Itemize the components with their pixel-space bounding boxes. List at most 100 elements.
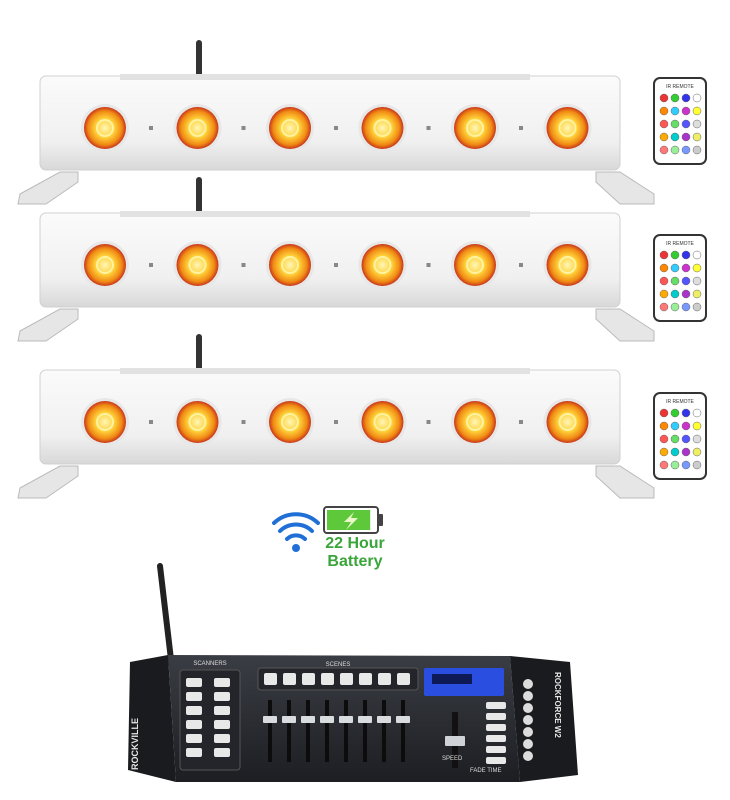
fader-knob	[282, 716, 296, 723]
led	[176, 244, 219, 286]
dmx-controller	[128, 563, 578, 782]
remote-key	[670, 145, 680, 155]
remote-key	[692, 460, 702, 470]
remote-key	[659, 302, 669, 312]
led	[546, 401, 589, 443]
remote-key	[659, 93, 669, 103]
ir-remote: IR REMOTE	[653, 77, 707, 165]
scanner-button	[186, 748, 202, 757]
bar-foot-right	[595, 465, 655, 499]
function-button	[486, 746, 506, 753]
remote-key	[659, 447, 669, 457]
remote-key	[659, 408, 669, 418]
bar-foot-left	[17, 171, 79, 205]
remote-key	[681, 250, 691, 260]
led	[269, 244, 311, 286]
remote-key	[659, 421, 669, 431]
led	[176, 107, 219, 149]
led	[84, 107, 126, 149]
bar-foot-right	[595, 308, 655, 342]
scene-button	[378, 673, 391, 685]
screw	[149, 263, 153, 267]
scene-button	[359, 673, 372, 685]
remote-key	[670, 93, 680, 103]
fader-track	[268, 700, 272, 762]
battery-caption-line1: 22 Hour	[325, 535, 385, 552]
led	[361, 401, 404, 443]
remote-key	[681, 106, 691, 116]
remote-key	[681, 447, 691, 457]
remote-key	[659, 119, 669, 129]
scanner-button	[214, 678, 230, 687]
light-bar	[17, 334, 655, 499]
fader-track	[287, 700, 291, 762]
remote-key	[681, 289, 691, 299]
screw	[334, 420, 338, 424]
remote-key	[692, 263, 702, 273]
remote-key	[670, 106, 680, 116]
ir-remote: IR REMOTE	[653, 234, 707, 322]
battery-caption-line2: Battery	[327, 553, 383, 570]
function-button	[486, 757, 506, 764]
remote-key	[681, 145, 691, 155]
screw	[334, 263, 338, 267]
screw	[334, 126, 338, 130]
fader-track	[306, 700, 310, 762]
remote-key	[692, 434, 702, 444]
remote-key	[670, 302, 680, 312]
function-button	[486, 735, 506, 742]
bar-foot-right	[595, 171, 655, 205]
fader-track	[363, 700, 367, 762]
function-button	[486, 724, 506, 731]
remote-key	[681, 119, 691, 129]
led	[454, 244, 496, 286]
led	[361, 244, 404, 286]
ir-remote: IR REMOTE	[653, 392, 707, 480]
remote-key	[670, 421, 680, 431]
scene-button	[283, 673, 296, 685]
scanner-button	[186, 692, 202, 701]
remote-key	[692, 106, 702, 116]
remote-key	[681, 276, 691, 286]
scanners-label: SCANNERS	[193, 661, 227, 667]
screw	[426, 420, 431, 424]
screw	[149, 420, 153, 424]
scanner-button	[186, 678, 202, 687]
led	[269, 107, 311, 149]
remote-key	[692, 119, 702, 129]
led	[176, 401, 219, 443]
led	[84, 401, 126, 443]
controller-brand: ROCKVILLE	[130, 717, 140, 770]
remote-header: IR REMOTE	[666, 84, 694, 90]
led	[546, 107, 589, 149]
round-button	[523, 715, 533, 725]
remote-key	[681, 460, 691, 470]
remote-key	[692, 145, 702, 155]
round-button	[523, 751, 533, 761]
wifi-icon	[272, 512, 320, 552]
scanner-button	[214, 734, 230, 743]
round-button	[523, 739, 533, 749]
screw	[519, 420, 523, 424]
screw	[241, 420, 246, 424]
remote-key	[692, 302, 702, 312]
remote-key	[681, 302, 691, 312]
remote-key	[692, 447, 702, 457]
fader-track	[401, 700, 405, 762]
remote-key	[659, 276, 669, 286]
scenes-label: SCENES	[325, 662, 351, 668]
remote-key	[692, 132, 702, 142]
light-bar	[17, 177, 655, 342]
scene-button	[264, 673, 277, 685]
remote-key	[692, 93, 702, 103]
scanner-button	[186, 720, 202, 729]
fader-knob	[377, 716, 391, 723]
led	[269, 401, 311, 443]
remote-key	[670, 250, 680, 260]
battery-caption: 22 Hour Battery	[315, 535, 395, 571]
screw	[519, 126, 523, 130]
scanner-button	[186, 734, 202, 743]
remote-key	[659, 132, 669, 142]
remote-key	[659, 250, 669, 260]
led	[84, 244, 126, 286]
